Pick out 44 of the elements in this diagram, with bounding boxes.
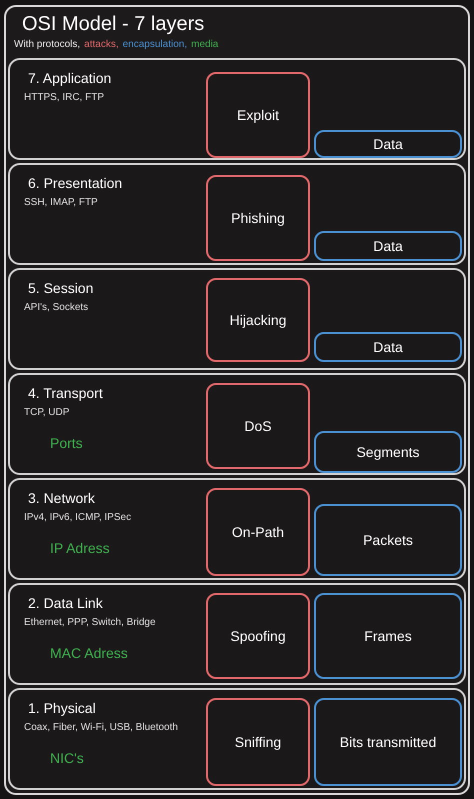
layer-title: 4. Transport xyxy=(28,385,103,402)
layer-box xyxy=(8,268,466,370)
protocol-list: TCP, UDP xyxy=(24,407,70,420)
media-text: Ports xyxy=(50,435,83,452)
protocol-list: Ethernet, PPP, Switch, Bridge xyxy=(24,617,156,630)
pdu-box: Data xyxy=(314,332,462,362)
attack-box: DoS xyxy=(206,383,310,469)
layer-title: 1. Physical xyxy=(28,700,96,718)
layer-title: 3. Network xyxy=(28,490,95,508)
attack-box: Exploit xyxy=(206,72,310,158)
protocol-list: API's, Sockets xyxy=(24,302,88,314)
pdu-box: Data xyxy=(314,130,462,158)
layer-box xyxy=(8,688,466,790)
media-text: IP Adress xyxy=(50,540,110,558)
legend-text: encapsulation, xyxy=(122,39,188,51)
layer-box xyxy=(8,58,466,160)
media-text: NIC's xyxy=(50,750,84,768)
layer-box xyxy=(8,478,466,580)
legend-text: attacks, xyxy=(84,39,119,51)
layer-title: 7. Application xyxy=(28,70,112,88)
protocol-list: IPv4, IPv6, ICMP, IPSec xyxy=(24,512,132,524)
layer-title: 6. Presentation xyxy=(28,175,122,192)
attack-box: On-Path xyxy=(206,488,310,576)
protocol-list: HTTPS, IRC, FTP xyxy=(24,92,104,104)
layer-box xyxy=(8,373,466,475)
attack-box: Hijacking xyxy=(206,278,310,362)
protocol-list: Coax, Fiber, Wi-Fi, USB, Bluetooth xyxy=(24,722,178,734)
media-text: MAC Adress xyxy=(50,645,128,662)
layer-title: 5. Session xyxy=(28,280,94,298)
pdu-box: Segments xyxy=(314,431,462,473)
protocol-list: SSH, IMAP, FTP xyxy=(24,197,98,210)
attack-box: Sniffing xyxy=(206,698,310,786)
pdu-box: Bits transmitted xyxy=(314,698,462,786)
attack-box: Spoofing xyxy=(206,593,310,679)
subtitle-text: With protocols, xyxy=(14,39,80,51)
title: OSI Model - 7 layers xyxy=(22,12,204,36)
layer-box xyxy=(8,163,466,265)
attack-box: Phishing xyxy=(206,175,310,261)
pdu-box: Packets xyxy=(314,504,462,576)
pdu-box: Data xyxy=(314,231,462,261)
legend-text: media xyxy=(191,39,218,51)
pdu-box: Frames xyxy=(314,593,462,679)
layer-box xyxy=(8,583,466,685)
layer-title: 2. Data Link xyxy=(28,595,103,612)
